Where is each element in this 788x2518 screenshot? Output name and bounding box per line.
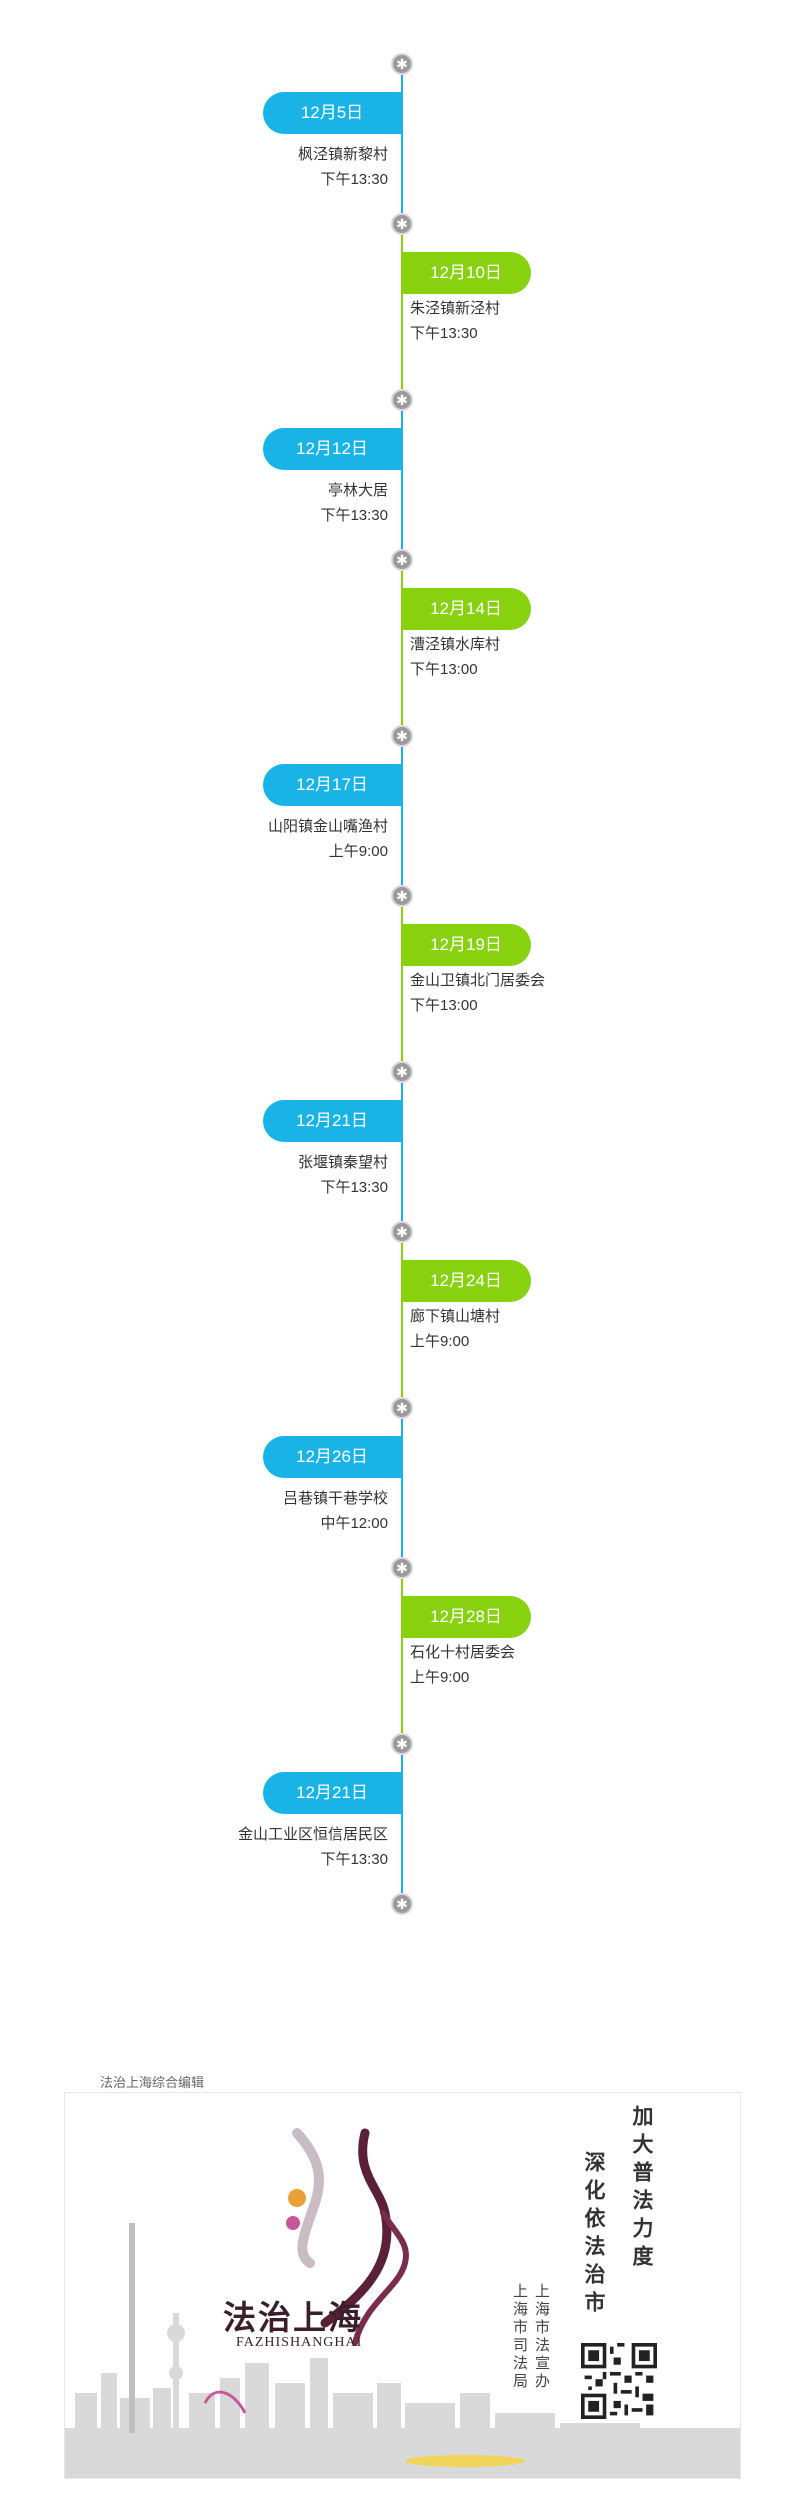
event-time: 上午9:00 (328, 843, 388, 860)
event-time: 中午12:00 (320, 1515, 388, 1532)
event-time: 上午9:00 (410, 1333, 470, 1350)
event-location: 枫泾镇新黎村 (297, 146, 388, 163)
timeline-segment (401, 571, 403, 725)
event-info: 石化十村居委会上午9:00 (410, 1640, 515, 1690)
timeline-node: ✱ (391, 53, 413, 75)
timeline-segment (401, 907, 403, 1061)
timeline-segment (401, 1083, 403, 1221)
timeline-node: ✱ (391, 725, 413, 747)
timeline-segment (401, 411, 403, 549)
slogan-line-1: 加大普法力度 (630, 2105, 654, 2273)
brand-title: 法治上海 (223, 2301, 363, 2337)
event-info: 吕巷镇干巷学校中午12:00 (283, 1486, 388, 1536)
event-info: 廊下镇山塘村上午9:00 (410, 1304, 500, 1354)
event-info: 亭林大居下午13:30 (320, 478, 388, 528)
event-time: 下午13:30 (410, 325, 478, 342)
org-line-2: 上海市司法局 (511, 2283, 527, 2391)
event-time: 下午13:00 (410, 661, 478, 678)
event-info: 漕泾镇水库村下午13:00 (410, 632, 500, 682)
event-time: 下午13:30 (320, 1851, 388, 1868)
timeline-node: ✱ (391, 1397, 413, 1419)
event-info: 金山卫镇北门居委会下午13:00 (410, 968, 545, 1018)
timeline-node: ✱ (391, 389, 413, 411)
event-location: 金山卫镇北门居委会 (410, 972, 546, 989)
timeline-segment (401, 747, 403, 885)
date-pill: 12月17日 (263, 764, 401, 806)
date-pill: 12月12日 (263, 428, 401, 470)
event-location: 漕泾镇水库村 (410, 636, 501, 653)
qr-code-image (581, 2343, 657, 2419)
timeline-node: ✱ (391, 1221, 413, 1243)
timeline-segment (401, 1579, 403, 1733)
date-pill: 12月24日 (401, 1260, 531, 1302)
city-skyline-image (65, 2128, 740, 2478)
date-pill: 12月5日 (263, 92, 401, 134)
event-info: 张堰镇秦望村下午13:30 (298, 1150, 388, 1200)
event-info: 朱泾镇新泾村下午13:30 (410, 296, 500, 346)
date-pill: 12月21日 (263, 1100, 401, 1142)
event-location: 石化十村居委会 (410, 1644, 516, 1661)
date-pill: 12月28日 (401, 1596, 531, 1638)
event-time: 下午13:30 (320, 1179, 388, 1196)
date-pill: 12月10日 (401, 252, 531, 294)
event-location: 亭林大居 (327, 482, 388, 499)
event-time: 下午13:30 (320, 171, 388, 188)
event-time: 上午9:00 (410, 1669, 470, 1686)
timeline-node: ✱ (391, 1893, 413, 1915)
date-pill: 12月19日 (401, 924, 531, 966)
brand-subtitle: FAZHISHANGHAI (236, 2335, 363, 2350)
event-location: 朱泾镇新泾村 (410, 300, 501, 317)
timeline-segment (401, 1419, 403, 1557)
event-time: 下午13:30 (320, 507, 388, 524)
event-location: 廊下镇山塘村 (410, 1308, 501, 1325)
timeline-segment (401, 235, 403, 389)
timeline-node: ✱ (391, 213, 413, 235)
slogan-line-2: 深化依法治市 (582, 2151, 606, 2319)
event-location: 金山工业区恒信居民区 (237, 1826, 388, 1843)
date-pill: 12月26日 (263, 1436, 401, 1478)
event-info: 金山工业区恒信居民区下午13:30 (238, 1822, 388, 1872)
timeline-node: ✱ (391, 1061, 413, 1083)
event-info: 山阳镇金山嘴渔村上午9:00 (268, 814, 388, 864)
date-pill: 12月21日 (263, 1772, 401, 1814)
event-time: 下午13:00 (410, 997, 478, 1014)
timeline-segment (401, 75, 403, 213)
editor-caption: 法治上海综合编辑 (100, 2075, 205, 2090)
timeline-node: ✱ (391, 1557, 413, 1579)
event-location: 吕巷镇干巷学校 (282, 1490, 388, 1507)
timeline-node: ✱ (391, 1733, 413, 1755)
event-location: 张堰镇秦望村 (297, 1154, 388, 1171)
event-location: 山阳镇金山嘴渔村 (267, 818, 388, 835)
date-pill: 12月14日 (401, 588, 531, 630)
timeline-segment (401, 1243, 403, 1397)
timeline-node: ✱ (391, 549, 413, 571)
timeline-node: ✱ (391, 885, 413, 907)
timeline-segment (401, 1755, 403, 1893)
event-info: 枫泾镇新黎村下午13:30 (298, 142, 388, 192)
org-line-1: 上海市法宣办 (533, 2283, 549, 2391)
footer-banner: 法治上海 FAZHISHANGHAI 加大普法力度 深化依法治市 上海市法宣办 … (64, 2092, 741, 2479)
